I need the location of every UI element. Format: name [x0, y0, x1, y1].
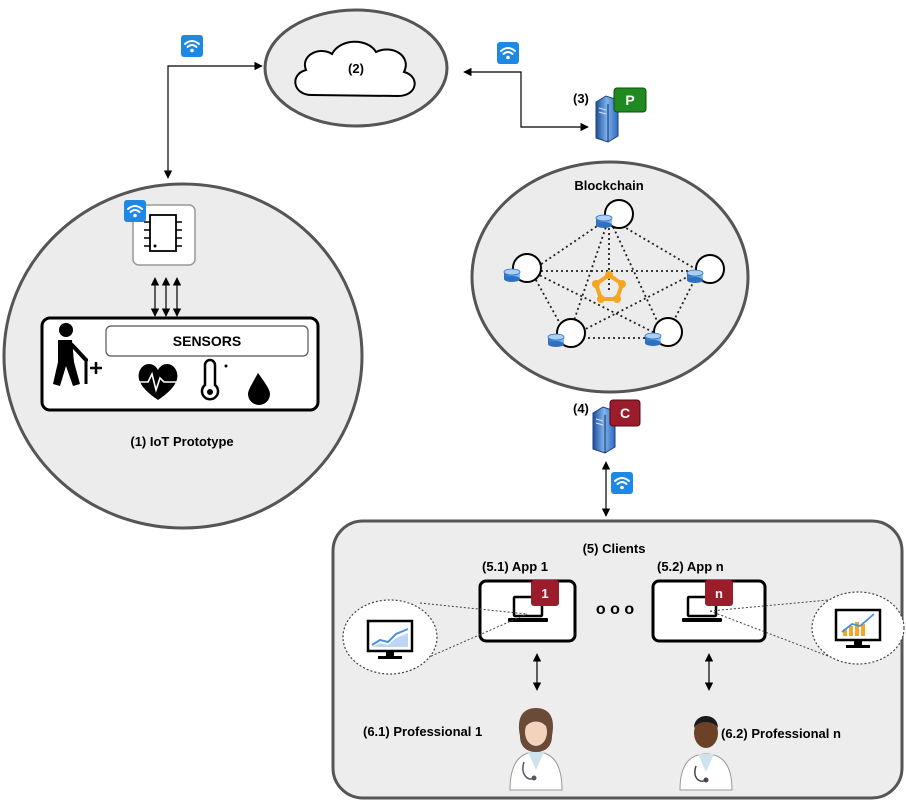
- server-c-badge-box: [609, 399, 641, 427]
- appn-badge-box: [705, 580, 733, 606]
- thermometer-icon: [200, 358, 228, 401]
- blockchain-node: Blockchain: [470, 160, 750, 394]
- app1-label: (5.1) App 1: [482, 559, 548, 574]
- server-p-number: (3): [573, 91, 589, 106]
- chip-icon: [132, 204, 196, 266]
- zoom-bubble-left: [342, 599, 528, 675]
- server-p-badge-box: [613, 87, 647, 113]
- wifi-icon: [496, 41, 520, 65]
- drop-icon: [248, 373, 270, 405]
- heart-rate-icon: [138, 364, 178, 400]
- sensors-label: SENSORS: [173, 333, 241, 349]
- connector-cloud-iot: [163, 61, 263, 179]
- cloud-label: (2): [348, 61, 364, 76]
- wifi-icon: [610, 471, 634, 495]
- appn-label: (5.2) App n: [657, 559, 724, 574]
- appn-badge: n: [715, 586, 723, 601]
- wifi-icon: [123, 199, 147, 223]
- app1-badge-box: [531, 580, 559, 606]
- server-c: (4) C: [573, 399, 641, 454]
- chip-sensor-connector: [150, 277, 182, 317]
- iot-caption: (1) IoT Prototype: [130, 434, 233, 449]
- connector-cloud-server: [463, 67, 589, 132]
- monitor-chart-icon: [366, 619, 414, 659]
- clients-panel: (5) Clients (5.1) App 1 (5.2) App n 1 o …: [331, 519, 905, 800]
- iot-node: SENSORS (1) IoT Prototype: [2, 182, 364, 530]
- zoom-bubble-right: [709, 591, 905, 665]
- cloud-icon: [294, 40, 416, 98]
- monitor-chart-icon: [834, 608, 882, 648]
- professionaln-label: (6.2) Professional n: [721, 726, 841, 741]
- server-p-badge: P: [625, 92, 634, 108]
- blockchain-title: Blockchain: [574, 178, 643, 193]
- sensors-label-box: [105, 325, 309, 357]
- professional1-label: (6.1) Professional 1: [363, 724, 482, 739]
- server-p: (3) P: [573, 87, 647, 143]
- server-c-number: (4): [573, 401, 589, 416]
- app1-badge: 1: [541, 586, 548, 601]
- doctor-male-icon: [679, 716, 733, 791]
- app1-box[interactable]: 1: [478, 579, 577, 643]
- appn-box[interactable]: n: [651, 579, 767, 643]
- wifi-icon: [180, 34, 204, 58]
- clients-title: (5) Clients: [583, 541, 646, 556]
- apps-ellipsis: o o o: [596, 601, 634, 618]
- cloud-node: (2): [263, 8, 449, 128]
- patient-walker-icon: [53, 323, 102, 386]
- doctor-female-icon: [509, 708, 563, 791]
- server-c-badge: C: [620, 405, 630, 421]
- hyperledger-icon: [592, 271, 626, 303]
